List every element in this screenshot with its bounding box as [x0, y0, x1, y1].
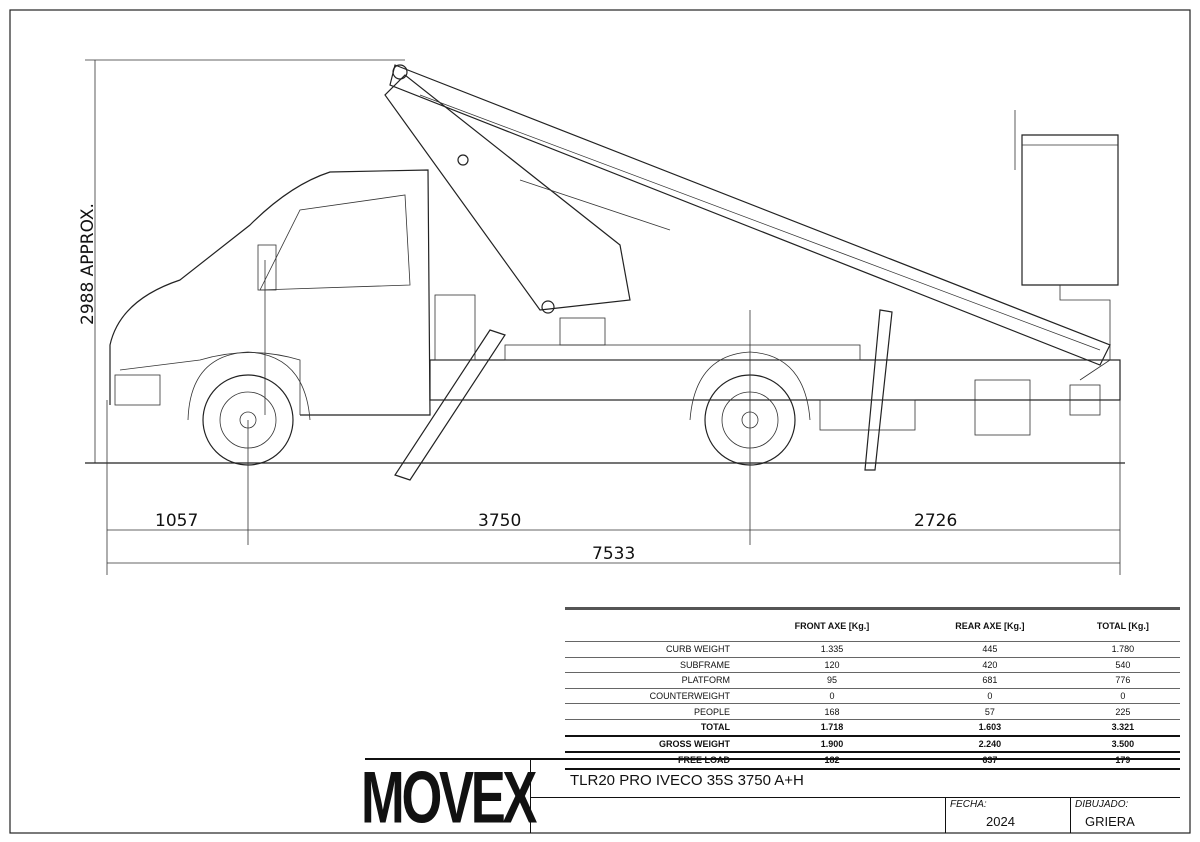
cell-rear: 57 — [984, 706, 995, 717]
page-border — [9, 9, 1191, 834]
weights-table: FRONT AXE [Kg.] REAR AXE [Kg.] TOTAL [Kg… — [565, 607, 1180, 770]
cell-total: 3.321 — [1111, 722, 1135, 733]
cell-front: 120 — [824, 659, 840, 670]
rear-box — [974, 379, 1031, 436]
drawing-title: TLR20 PRO IVECO 35S 3750 A+H — [570, 772, 804, 789]
cell-label: COUNTERWEIGHT — [649, 691, 730, 702]
date-label: FECHA: — [950, 799, 987, 810]
front-overhang-dimension: 1057 — [155, 511, 198, 531]
boom-arm — [389, 64, 1111, 366]
date-value: 2024 — [986, 814, 1015, 829]
cell-total: 776 — [1115, 675, 1131, 686]
cell-total: 0 — [1120, 691, 1126, 702]
cell-rear: 1.603 — [978, 722, 1002, 733]
header-front-axle: FRONT AXE [Kg.] — [794, 620, 870, 631]
cell-rear: 445 — [982, 644, 998, 655]
front-wheel — [187, 351, 311, 466]
cab-outline — [109, 169, 431, 416]
header-rear-axle: REAR AXE [Kg.] — [955, 620, 1025, 631]
cell-label: SUBFRAME — [679, 659, 730, 670]
cell-total: 1.780 — [1111, 644, 1135, 655]
front-stabilizer — [394, 329, 506, 481]
front-bumper — [114, 374, 161, 406]
table-row: GROSS WEIGHT 1.900 2.240 3.500 — [565, 736, 1180, 753]
header-total: TOTAL [Kg.] — [1096, 620, 1149, 631]
table-row: PLATFORM 95 681 776 — [565, 673, 1180, 689]
cell-front: 168 — [824, 706, 840, 717]
title-block: MOVEX TLR20 PRO IVECO 35S 3750 A+H FECHA… — [360, 755, 1181, 838]
mirror — [257, 244, 277, 291]
wheelbase-dimension: 3750 — [478, 511, 521, 531]
cell-rear: 0 — [987, 691, 993, 702]
cell-front: 1.335 — [820, 644, 844, 655]
height-label: 2988 APPROX. — [78, 203, 98, 325]
cell-front: 0 — [829, 691, 835, 702]
subframe — [504, 344, 861, 361]
platform-basket — [1021, 134, 1119, 286]
cell-total: 179 — [1115, 755, 1131, 766]
engine-unit — [434, 294, 476, 361]
truck — [109, 64, 1121, 481]
overall-length-dimension: 7533 — [592, 544, 635, 564]
movex-logo: MOVEX — [360, 755, 537, 838]
cell-label: PLATFORM — [681, 675, 730, 686]
cell-label: TOTAL — [700, 722, 730, 733]
cell-front: 1.718 — [820, 722, 844, 733]
cell-label: CURB WEIGHT — [666, 644, 730, 655]
drawn-by-cell: DIBUJADO: GRIERA — [1070, 797, 1181, 833]
tank — [819, 399, 916, 431]
table-row: COUNTERWEIGHT 0 0 0 — [565, 688, 1180, 704]
length-dimensions: 1057 3750 2726 7533 — [106, 310, 1121, 575]
cab-window — [259, 194, 411, 291]
cell-front: 1.900 — [820, 738, 844, 749]
cell-front: 95 — [826, 675, 837, 686]
cell-label: PEOPLE — [693, 706, 730, 717]
table-row: PEOPLE 168 57 225 — [565, 704, 1180, 720]
cell-label: FREE LOAD — [677, 755, 730, 766]
cell-rear: 637 — [982, 755, 998, 766]
drawn-by-value: GRIERA — [1085, 814, 1135, 829]
drawn-by-label: DIBUJADO: — [1075, 799, 1129, 810]
rear-stabilizer — [864, 309, 893, 471]
boom-column — [384, 74, 631, 311]
hydraulic-cylinder — [519, 179, 671, 231]
table-row: SUBFRAME 120 420 540 — [565, 657, 1180, 673]
table-row: FREE LOAD 182 637 179 — [565, 752, 1180, 769]
cell-total: 225 — [1115, 706, 1131, 717]
cell-rear: 420 — [982, 659, 998, 670]
header-blank — [565, 609, 750, 642]
table-row: CURB WEIGHT 1.335 445 1.780 — [565, 642, 1180, 658]
cell-rear: 681 — [982, 675, 998, 686]
cell-label: GROSS WEIGHT — [658, 738, 730, 749]
cell-total: 3.500 — [1111, 738, 1135, 749]
cell-front: 182 — [824, 755, 840, 766]
date-cell: FECHA: 2024 — [945, 797, 1071, 833]
rear-overhang-dimension: 2726 — [914, 511, 957, 531]
cell-rear: 2.240 — [978, 738, 1002, 749]
table-row: TOTAL 1.718 1.603 3.321 — [565, 719, 1180, 736]
cell-total: 540 — [1115, 659, 1131, 670]
